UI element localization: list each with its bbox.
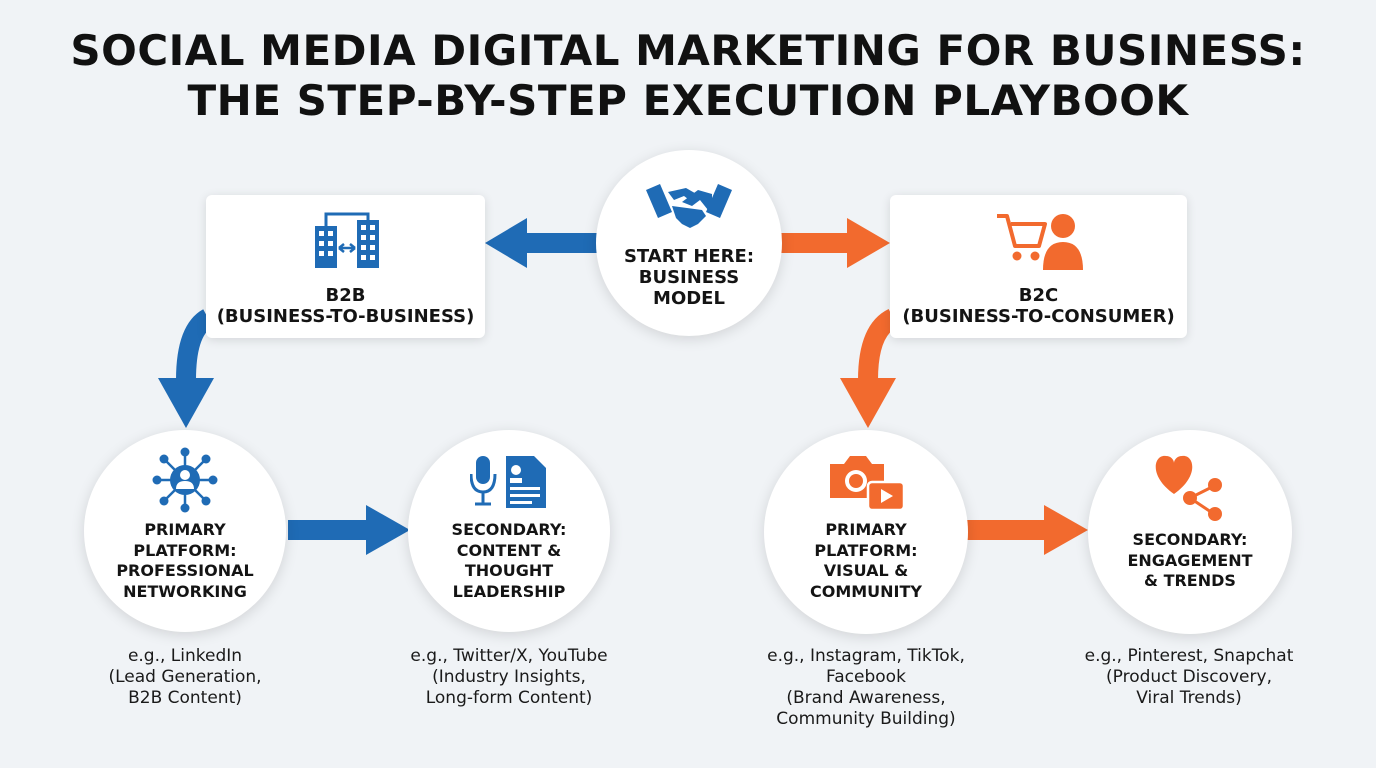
arrow-b2c-to-primary	[840, 308, 899, 428]
b2c-box: B2C (BUSINESS-TO-CONSUMER)	[890, 195, 1187, 338]
camera-video-icon	[830, 456, 906, 512]
arrow-start-to-b2c	[779, 218, 890, 268]
b2c-primary-circle: PRIMARY PLATFORM: VISUAL & COMMUNITY	[764, 430, 968, 634]
page-title-line-2: THE STEP-BY-STEP EXECUTION PLAYBOOK	[187, 76, 1189, 125]
heart-share-icon	[1155, 455, 1222, 521]
b2b-primary-examples: e.g., LinkedIn (Lead Generation, B2B Con…	[108, 646, 262, 708]
start-circle: START HERE: BUSINESS MODEL	[596, 150, 782, 336]
b2c-secondary-examples: e.g., Pinterest, Snapchat (Product Disco…	[1084, 646, 1294, 708]
b2b-label: B2B (BUSINESS-TO-BUSINESS)	[216, 285, 475, 327]
b2b-secondary-examples: e.g., Twitter/X, YouTube (Industry Insig…	[410, 646, 608, 708]
arrow-b2b-primary-to-secondary	[288, 505, 410, 555]
page-title-line-1: SOCIAL MEDIA DIGITAL MARKETING FOR BUSIN…	[70, 26, 1306, 75]
b2b-box: B2B (BUSINESS-TO-BUSINESS)	[206, 195, 485, 338]
microphone-document-icon	[470, 456, 546, 508]
arrow-start-to-b2b	[485, 218, 597, 268]
arrow-b2c-primary-to-secondary	[966, 505, 1088, 555]
handshake-icon	[646, 184, 732, 228]
b2b-primary-circle: PRIMARY PLATFORM: PROFESSIONAL NETWORKIN…	[84, 430, 286, 632]
b2b-secondary-circle: SECONDARY: CONTENT & THOUGHT LEADERSHIP	[408, 430, 610, 632]
start-label: START HERE: BUSINESS MODEL	[623, 246, 755, 309]
b2c-secondary-circle: SECONDARY: ENGAGEMENT & TRENDS	[1088, 430, 1292, 634]
arrow-b2b-to-primary	[158, 309, 214, 428]
b2c-secondary-label: SECONDARY: ENGAGEMENT & TRENDS	[1127, 530, 1253, 590]
b2b-primary-label: PRIMARY PLATFORM: PROFESSIONAL NETWORKIN…	[116, 520, 254, 601]
network-person-icon	[152, 447, 218, 513]
office-buildings-icon	[315, 212, 379, 268]
b2c-label: B2C (BUSINESS-TO-CONSUMER)	[902, 285, 1175, 327]
b2b-secondary-label: SECONDARY: CONTENT & THOUGHT LEADERSHIP	[451, 520, 567, 601]
b2c-primary-label: PRIMARY PLATFORM: VISUAL & COMMUNITY	[809, 520, 923, 601]
cart-person-icon	[997, 214, 1083, 270]
b2c-primary-examples: e.g., Instagram, TikTok, Facebook (Brand…	[767, 646, 965, 729]
